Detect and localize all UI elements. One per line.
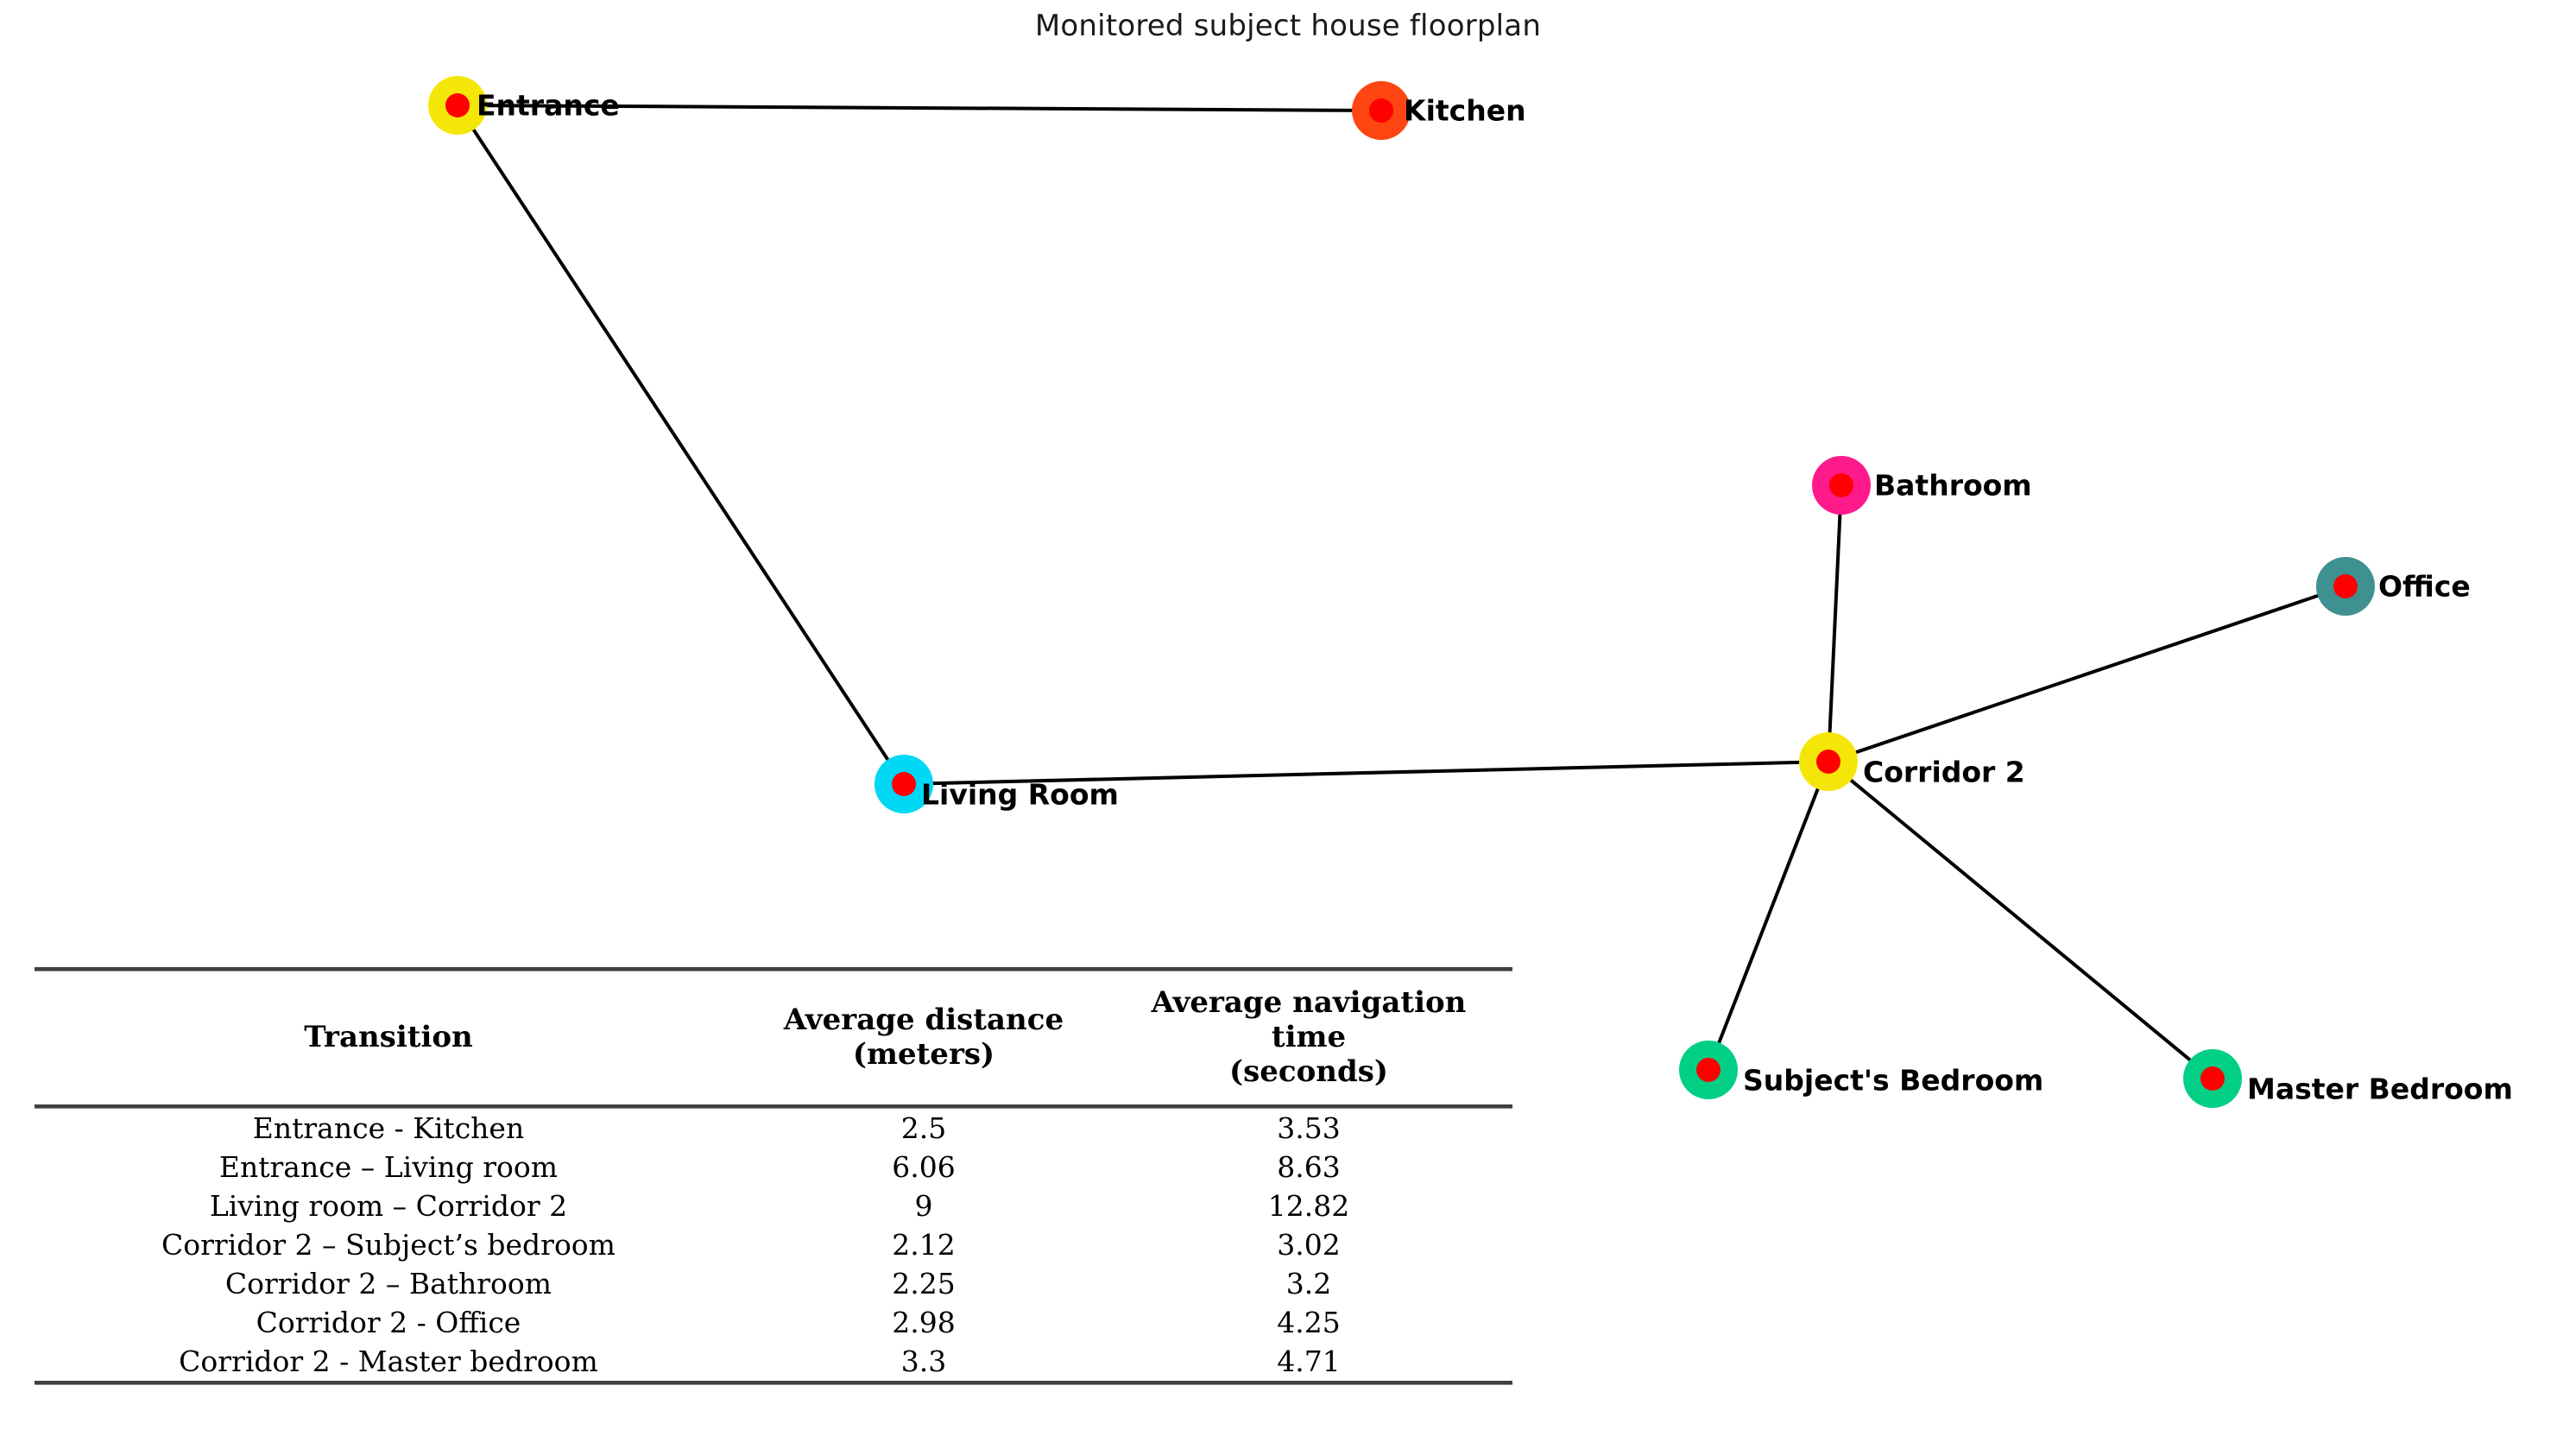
graph-node-marker-corridor_2[interactable] [1816,750,1840,774]
cell-time: 4.25 [1277,1306,1341,1340]
graph-edge [1828,585,2346,763]
cell-distance: 2.5 [900,1111,947,1146]
table-rule-bottom [35,1381,1512,1386]
cell-transition: Corridor 2 – Bathroom [224,1267,552,1301]
cell-transition: Corridor 2 - Office [256,1306,521,1340]
graph-node-marker-master_bedroom[interactable] [2200,1066,2225,1091]
graph-nodes-layer [428,76,2375,1108]
graph-node-marker-entrance[interactable] [445,93,470,117]
graph-node-label-subjects_bedroom: Subject's Bedroom [1743,1063,2044,1098]
cell-distance: 2.25 [892,1267,956,1301]
cell-distance: 6.06 [892,1150,956,1185]
graph-edge [903,760,1829,786]
cell-time: 8.63 [1277,1150,1341,1185]
table-row: Corridor 2 – Bathroom 2.25 3.2 [35,1264,1512,1303]
cell-time: 3.53 [1277,1111,1341,1146]
graph-node-label-living_room: Living Room [921,777,1119,812]
graph-edge [1707,761,1830,1071]
column-header-distance-line1: Average distance [783,1003,1064,1038]
table-row: Corridor 2 - Master bedroom 3.3 4.71 [35,1342,1512,1383]
cell-distance: 2.12 [892,1228,956,1262]
cell-transition: Corridor 2 – Subject’s bedroom [161,1228,616,1262]
table-header-row: Transition Average distance (meters) Ave… [35,971,1512,1107]
graph-node-label-bathroom: Bathroom [1874,468,2032,503]
table-rule-top [35,967,1512,971]
column-header-transition: Transition [304,1020,473,1055]
table-footer [35,1381,1512,1386]
graph-node-marker-living_room[interactable] [892,772,916,796]
page-title: Monitored subject house floorplan [1034,9,1542,43]
table-header: Transition Average distance (meters) Ave… [35,967,1512,1110]
cell-distance: 3.3 [900,1345,947,1379]
column-header-distance: Average distance (meters) [742,971,1105,1107]
graph-node-marker-bathroom[interactable] [1829,473,1853,497]
graph-node-marker-kitchen[interactable] [1369,98,1393,123]
graph-node-label-corridor_2: Corridor 2 [1863,755,2025,789]
graph-edges-layer [456,104,2346,1080]
column-header-time-line1: Average navigation time [1151,985,1467,1055]
cell-distance: 2.98 [892,1306,956,1340]
graph-edge [456,104,906,786]
table-rule-mid [35,1104,1512,1110]
column-header-time: Average navigation time (seconds) [1105,971,1512,1107]
graph-node-label-entrance: Entrance [477,88,620,123]
column-header-time-line2: (seconds) [1229,1054,1388,1090]
cell-time: 4.71 [1277,1345,1341,1379]
cell-transition: Living room – Corridor 2 [209,1189,568,1224]
transitions-table: Transition Average distance (meters) Ave… [35,967,1512,1386]
table-row: Entrance – Living room 6.06 8.63 [35,1148,1512,1186]
table-row: Entrance - Kitchen 2.5 3.53 [35,1109,1512,1148]
graph-edge [1827,484,1843,762]
graph-node-marker-office[interactable] [2333,574,2358,598]
cell-time: 3.2 [1285,1267,1332,1301]
table-row: Living room – Corridor 2 9 12.82 [35,1186,1512,1225]
cell-distance: 9 [914,1189,933,1224]
cell-time: 12.82 [1267,1189,1350,1224]
table-row: Corridor 2 – Subject’s bedroom 2.12 3.02 [35,1225,1512,1264]
graph-node-label-kitchen: Kitchen [1404,93,1526,128]
cell-transition: Entrance – Living room [218,1150,559,1185]
graph-edge [1827,760,2214,1080]
graph-node-label-office: Office [2378,569,2471,604]
graph-edge [457,104,1382,112]
graph-node-marker-subjects_bedroom[interactable] [1696,1058,1720,1082]
cell-time: 3.02 [1277,1228,1341,1262]
table-row: Corridor 2 - Office 2.98 4.25 [35,1303,1512,1342]
cell-transition: Corridor 2 - Master bedroom [179,1345,598,1379]
graph-node-label-master_bedroom: Master Bedroom [2247,1072,2513,1106]
column-header-distance-line2: (meters) [852,1037,995,1072]
cell-transition: Entrance - Kitchen [252,1111,525,1146]
